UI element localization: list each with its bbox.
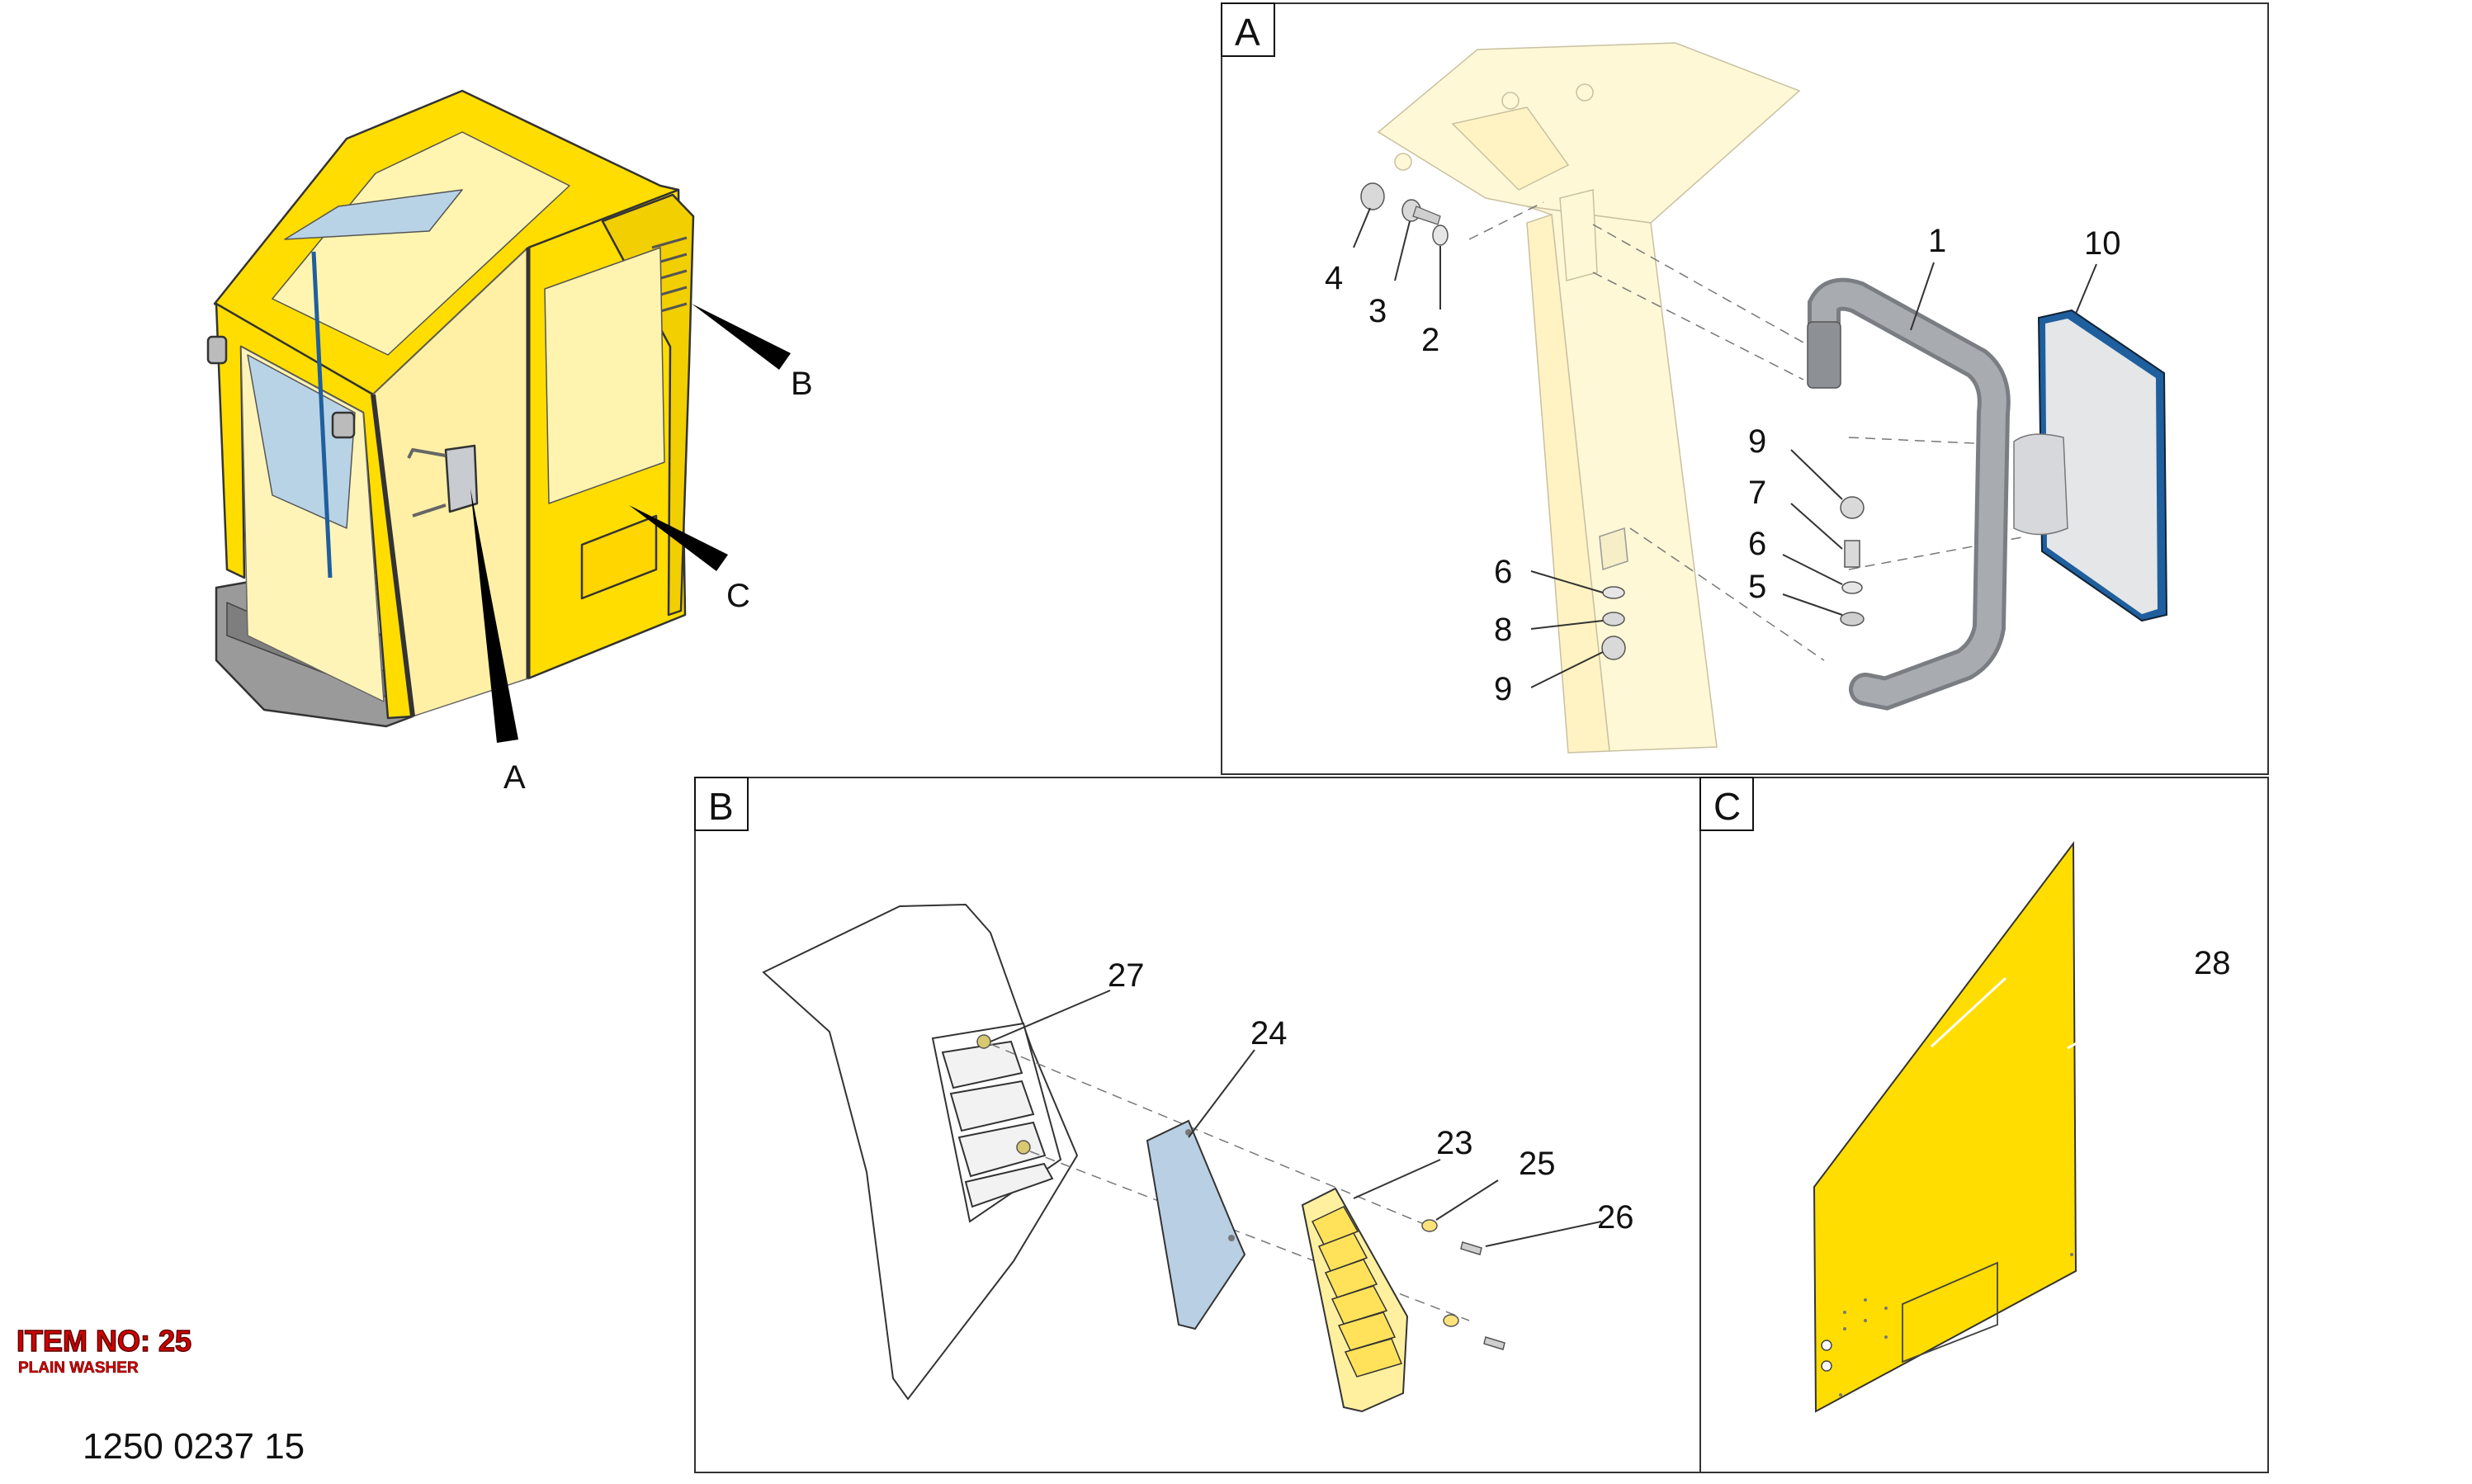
washer-item-5 bbox=[1840, 612, 1865, 626]
panel-b-dashes bbox=[990, 1043, 1470, 1321]
callout-7: 7 bbox=[1748, 475, 1766, 511]
panel-a-letter-box bbox=[1221, 2, 1275, 57]
nut-item-9-right bbox=[1840, 496, 1865, 519]
callout-4: 4 bbox=[1325, 260, 1343, 296]
callout-2: 2 bbox=[1421, 322, 1439, 358]
screw-item-26-top bbox=[1460, 1241, 1482, 1255]
callout-1: 1 bbox=[1928, 223, 1946, 259]
nut-item-9-left bbox=[1601, 636, 1626, 660]
washer-item-2 bbox=[1432, 224, 1449, 246]
leader-b bbox=[692, 304, 791, 370]
side-panel-item-28 bbox=[1813, 841, 2077, 1413]
callout-27: 27 bbox=[1108, 957, 1145, 994]
callout-3: 3 bbox=[1368, 293, 1387, 329]
overview-callout-b: B bbox=[791, 366, 813, 402]
overview-leaders bbox=[470, 304, 791, 743]
panel-c-letter-box bbox=[1699, 777, 1754, 831]
leader-a bbox=[470, 489, 518, 743]
mirror-clamp bbox=[2013, 433, 2068, 536]
panel-a-lower-bracket bbox=[1599, 527, 1628, 571]
callout-24: 24 bbox=[1250, 1015, 1288, 1052]
callout-25: 25 bbox=[1519, 1146, 1556, 1182]
callout-26: 26 bbox=[1597, 1199, 1634, 1236]
panel-c-leader bbox=[1930, 976, 2007, 1048]
bolt-item-3 bbox=[1401, 199, 1441, 225]
bolt-item-7 bbox=[1844, 540, 1860, 568]
louvre-grille bbox=[1301, 1187, 1409, 1413]
side-panel-cutout bbox=[1902, 1261, 1998, 1363]
panel-c-letter: C bbox=[1713, 785, 1741, 828]
nut-item-4 bbox=[1360, 182, 1385, 210]
panel-a: A bbox=[1221, 2, 2269, 775]
callout-8: 8 bbox=[1494, 612, 1512, 648]
item-description: PLAIN WASHER bbox=[18, 1359, 139, 1378]
item-number-label: ITEM NO: 25 bbox=[16, 1323, 192, 1359]
callout-28: 28 bbox=[2194, 945, 2231, 981]
callout-5: 5 bbox=[1748, 569, 1766, 605]
filter-panel bbox=[1146, 1119, 1246, 1330]
cab-mirror bbox=[444, 444, 479, 513]
overview-callout-a: A bbox=[503, 759, 526, 796]
washer-item-8 bbox=[1602, 612, 1625, 626]
callout-6-right: 6 bbox=[1748, 526, 1766, 562]
overview-callout-c: C bbox=[726, 578, 750, 614]
panel-c: C 28 bbox=[1699, 777, 2269, 1473]
washer-item-6-left bbox=[1602, 586, 1625, 599]
washer-item-25-top bbox=[1421, 1219, 1438, 1232]
cab-overview bbox=[206, 89, 695, 728]
washer-item-6-right bbox=[1841, 581, 1863, 594]
panel-a-letter: A bbox=[1235, 11, 1260, 54]
callout-9-left: 9 bbox=[1494, 671, 1512, 707]
panel-a-ghost-frame bbox=[1377, 42, 1801, 754]
panel-a-frame bbox=[1221, 2, 2269, 775]
washer-item-25-bottom bbox=[1443, 1314, 1459, 1327]
panel-b: B bbox=[694, 777, 1701, 1473]
document-number: 1250 0237 15 bbox=[83, 1426, 305, 1467]
panel-c-frame bbox=[1699, 777, 2269, 1473]
panel-b-letter-box bbox=[694, 777, 749, 831]
grommet-item-27-bottom bbox=[1016, 1140, 1031, 1155]
leader-c bbox=[629, 505, 728, 571]
panel-b-leaders bbox=[990, 990, 1602, 1247]
panel-b-letter: B bbox=[708, 785, 734, 828]
grommet-item-27-top bbox=[976, 1034, 991, 1049]
panel-a-leaders bbox=[1353, 207, 2097, 688]
screw-item-26-bottom bbox=[1483, 1336, 1505, 1350]
callout-9-right: 9 bbox=[1748, 423, 1766, 460]
callout-10: 10 bbox=[2084, 225, 2121, 262]
callout-6-left: 6 bbox=[1494, 554, 1512, 590]
callout-23: 23 bbox=[1436, 1125, 1473, 1161]
